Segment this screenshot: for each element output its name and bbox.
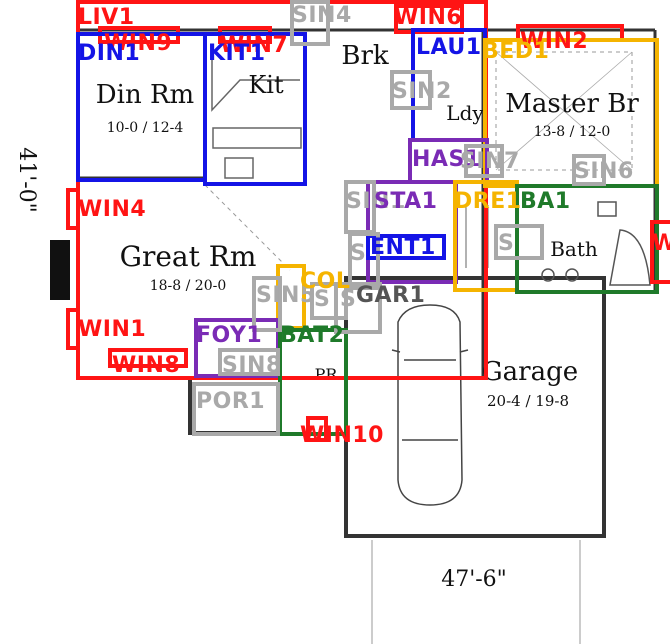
- tag-win1: WIN1: [78, 317, 146, 342]
- tag-win3: W: [652, 231, 670, 256]
- tag-din1: DIN1: [78, 41, 140, 66]
- tag-bed1: BED1: [482, 39, 549, 64]
- win4-box: [66, 188, 80, 230]
- din-room-dims: 10-0 / 12-4: [107, 120, 184, 136]
- bath-room-name: Bath: [550, 237, 598, 261]
- tag-win4: WIN4: [78, 197, 146, 222]
- master-room-dims: 13-8 / 12-0: [534, 124, 611, 140]
- tag-sin6: SIN6: [574, 159, 634, 184]
- tag-dre1: DRE1: [454, 189, 522, 214]
- great-room-name: Great Rm: [120, 240, 257, 273]
- tag-bat2: BAT2: [280, 323, 344, 348]
- tag-lau1: LAU1: [416, 35, 482, 60]
- tag-s3: S: [340, 287, 356, 312]
- master-room-name: Master Br: [505, 89, 639, 119]
- annotation-boxes: [66, 0, 670, 442]
- ent1-box: [366, 234, 446, 260]
- tag-sin7: SIN7: [460, 149, 520, 174]
- brk-room-name: Brk: [341, 41, 389, 71]
- depth-dimension: 41'-0": [14, 147, 39, 213]
- garage-room-name: Garage: [482, 357, 578, 387]
- por1-box: [192, 382, 280, 436]
- s3-box: [334, 282, 382, 334]
- tag-por1: POR1: [196, 389, 265, 414]
- tag-win2: WIN2: [520, 29, 588, 54]
- tag-win8: WIN8: [112, 353, 180, 378]
- tag-kit1: KIT1: [208, 41, 266, 66]
- tag-s4: S: [498, 231, 514, 256]
- sin5-box: [252, 276, 282, 332]
- tag-win6: WIN6: [394, 5, 462, 30]
- win1-box: [66, 308, 80, 350]
- din-room-name: Din Rm: [96, 80, 194, 110]
- win8-box: [108, 348, 188, 368]
- s4-box: [494, 224, 544, 260]
- kit1-box: [203, 32, 307, 186]
- width-dimension: 47'-6": [441, 567, 507, 592]
- tag-col: COL: [300, 269, 350, 294]
- car-icon: [391, 304, 469, 506]
- pr-room-name: PR: [315, 365, 339, 384]
- tag-sta1: STA1: [374, 189, 437, 214]
- kit-room-name: Kit: [248, 71, 284, 99]
- tag-s2: S: [314, 287, 330, 312]
- win3-box: [650, 220, 670, 284]
- tag-has1: HAS1: [412, 147, 481, 172]
- great-room-dims: 18-8 / 20-0: [150, 278, 227, 294]
- tag-win7: WIN7: [220, 33, 288, 58]
- tag-ent1: ENT1: [370, 235, 436, 260]
- tag-sin2: SIN2: [392, 79, 452, 104]
- tag-ba1: BA1: [520, 189, 571, 214]
- sin2-box: [390, 70, 432, 110]
- tag-sin4: SIN4: [292, 3, 352, 28]
- ldy-room-name: Ldy: [446, 101, 484, 125]
- annotation-tags: LIV1 WIN9 WIN7 SIN4 WIN6 WIN2 DIN1 KIT1 …: [78, 3, 670, 448]
- s1-box: [348, 232, 380, 290]
- tag-sin1: SIN1: [346, 189, 406, 214]
- sin8-box: [218, 348, 280, 376]
- tag-sin5: SIN5: [256, 283, 316, 308]
- tag-win10: WIN10: [300, 423, 384, 448]
- s2-box: [310, 282, 348, 320]
- tag-liv1: LIV1: [78, 5, 135, 30]
- room-labels: Din Rm 10-0 / 12-4 Kit Brk Ldy Master Br…: [96, 41, 640, 410]
- tag-foy1: FOY1: [196, 323, 262, 348]
- sin6-box: [572, 154, 606, 186]
- tag-win9: WIN9: [104, 31, 172, 56]
- sin4-box: [290, 0, 330, 46]
- tag-gar1: GAR1: [356, 283, 425, 308]
- tag-sin8: SIN8: [222, 353, 282, 378]
- win10-box: [306, 416, 328, 442]
- tag-s1: S: [350, 241, 366, 266]
- garage-room-dims: 20-4 / 19-8: [487, 392, 569, 410]
- sin7-box: [464, 144, 504, 178]
